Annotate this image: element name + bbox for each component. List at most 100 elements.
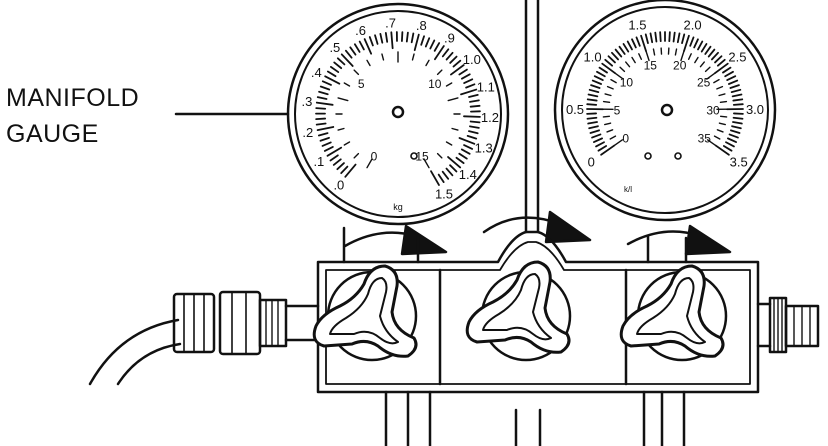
gauge-tick xyxy=(463,115,481,118)
gauge-tick xyxy=(654,31,658,43)
gauge-tick xyxy=(591,79,602,85)
gauge-tick xyxy=(455,156,465,165)
gauge-tick xyxy=(601,62,617,75)
gauge-inner-tick xyxy=(680,50,685,62)
gauge-tick xyxy=(441,170,450,180)
gauge-tick xyxy=(600,144,616,156)
gauge-tick xyxy=(441,48,450,58)
gauge-inner-tick xyxy=(602,115,611,118)
gauge-tick xyxy=(434,45,445,61)
gauge-tick xyxy=(405,31,409,43)
gauge-tick xyxy=(640,34,647,52)
gauge-tick xyxy=(586,116,598,120)
gauge-tick xyxy=(683,34,690,52)
gauge-tick xyxy=(463,144,474,150)
gauge-outer-label: .6 xyxy=(355,23,366,38)
gauge-inner-label: 5 xyxy=(358,77,365,91)
left-gauge-inner-ring xyxy=(294,10,502,218)
gauge-tick xyxy=(707,48,716,58)
gauge-inner-label: 5 xyxy=(614,103,621,117)
gauge-tick xyxy=(460,88,478,96)
gauge-tick xyxy=(332,158,342,166)
gauge-inner-tick xyxy=(614,72,624,80)
callout-line-2: GAUGE xyxy=(6,120,99,148)
right-side-fitting xyxy=(756,296,820,354)
gauge-outer-label: 2.0 xyxy=(684,17,702,32)
gauge-tick xyxy=(344,49,353,59)
gauge-tick xyxy=(711,51,719,61)
gauge-inner-tick xyxy=(631,56,636,64)
gauge-inner-tick xyxy=(718,122,726,126)
gauge-tick xyxy=(316,96,328,100)
high-side-valve-knob[interactable] xyxy=(619,264,725,358)
gauge-tick xyxy=(611,51,619,61)
gauge-tick xyxy=(704,45,712,55)
low-side-valve-knob[interactable] xyxy=(312,264,418,358)
gauge-inner-tick xyxy=(687,53,692,60)
gauge-tick xyxy=(714,144,730,156)
gauge-tick xyxy=(317,132,329,137)
gauge-tick xyxy=(316,126,335,132)
gauge-tick xyxy=(447,156,462,169)
gauge-tick xyxy=(591,133,602,139)
gauge-tick xyxy=(730,88,742,94)
gauge-tick xyxy=(340,165,349,175)
gauge-inner-tick xyxy=(619,66,626,73)
manifold-body xyxy=(316,230,760,394)
gauge-tick xyxy=(469,99,480,103)
gauge-tick xyxy=(344,163,357,178)
gauge-tick xyxy=(722,145,733,152)
gauge-inner-tick xyxy=(411,53,415,61)
right-gauge-unit: k/l xyxy=(624,185,632,194)
gauge-tick xyxy=(731,125,742,130)
gauge-inner-tick xyxy=(425,59,430,67)
gauge-outer-label: .0 xyxy=(333,177,344,192)
gauge-tick xyxy=(452,59,462,68)
gauge-tick xyxy=(724,70,734,78)
gauge-tick xyxy=(323,146,334,152)
gauge-inner-tick xyxy=(604,93,612,97)
gauge-tick xyxy=(618,45,626,55)
gauge-outer-label: 1.1 xyxy=(477,80,495,95)
gauge-inner-tick xyxy=(638,53,643,60)
gauge-tick xyxy=(340,53,354,67)
right-valve-arrow-icon xyxy=(626,224,732,256)
gauge-outer-label: 2.5 xyxy=(728,50,746,65)
gauge-inner-tick xyxy=(445,141,453,146)
gauge-tick xyxy=(358,40,365,51)
gauge-inner-label: 15 xyxy=(644,58,658,72)
gauge-outer-label: 1.5 xyxy=(628,17,646,32)
gauge-inner-tick xyxy=(706,139,717,147)
gauge-inner-tick xyxy=(445,82,453,87)
gauge-inner-tick xyxy=(652,48,656,56)
gauge-outer-label: 1.5 xyxy=(435,187,453,202)
gauge-tick xyxy=(631,38,637,49)
gauge-outer-label: .1 xyxy=(313,154,324,169)
gauge-tick xyxy=(326,146,343,157)
gauge-inner-tick xyxy=(719,100,728,104)
gauge-inner-tick xyxy=(436,69,443,76)
gauge-inner-tick xyxy=(343,141,351,146)
gauge-tick xyxy=(326,70,337,78)
gauge-tick xyxy=(726,137,737,143)
gauge-tick xyxy=(649,32,654,44)
gauge-tick xyxy=(353,43,361,53)
left-gauge-unit: kg xyxy=(393,202,403,212)
gauge-tick xyxy=(315,107,327,110)
gauge-tick xyxy=(363,38,373,55)
gauge-tick xyxy=(604,58,614,67)
gauge-tick xyxy=(728,133,739,139)
right-gauge-inner-ring xyxy=(561,6,769,214)
gauge-inner-tick xyxy=(704,66,711,73)
gauge-inner-tick xyxy=(606,129,614,133)
gauge-inner-label: 35 xyxy=(698,132,712,146)
gauge-inner-tick xyxy=(366,59,371,67)
gauge-outer-label: 0.5 xyxy=(566,102,584,117)
gauge-outer-label: 1.2 xyxy=(481,110,499,125)
gauge-inner-tick xyxy=(645,50,650,62)
left-gauge-screw xyxy=(410,152,418,160)
center-valve-knob[interactable] xyxy=(465,260,571,354)
gauge-tick xyxy=(324,75,341,85)
gauge-tick xyxy=(668,31,671,43)
